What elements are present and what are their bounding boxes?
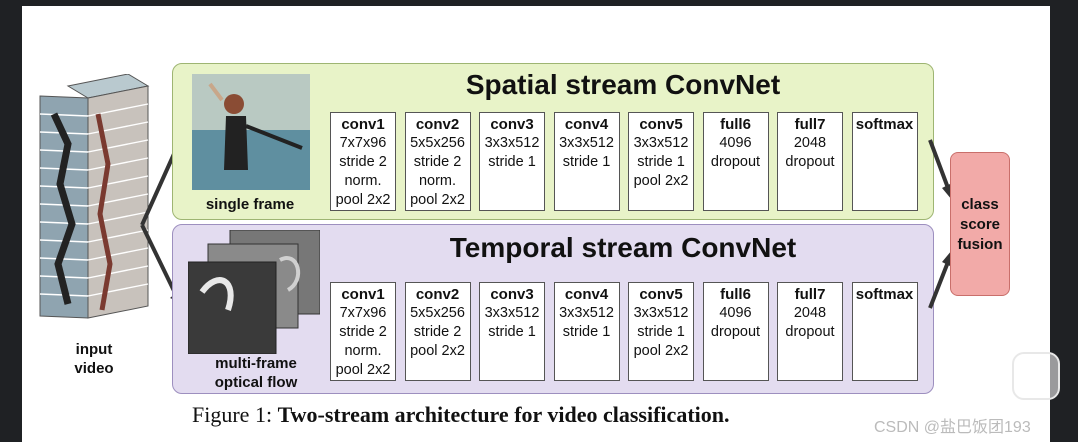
layer-detail: stride 2 bbox=[339, 154, 387, 170]
layer-name: conv4 bbox=[564, 286, 609, 303]
spatial-layer-conv4: conv4 3x3x512 stride 1 bbox=[553, 112, 620, 211]
spatial-layer-conv2: conv2 5x5x256 stride 2 norm. pool 2x2 bbox=[404, 112, 471, 211]
layer-detail: 3x3x512 bbox=[559, 135, 614, 151]
layer-detail: stride 1 bbox=[562, 154, 611, 170]
layer-detail: pool 2x2 bbox=[633, 173, 689, 189]
layer-name: conv3 bbox=[490, 286, 534, 303]
temporal-layer-conv2: conv2 5x5x256 stride 2 pool 2x2 bbox=[404, 282, 471, 381]
temporal-layer-conv5: conv5 3x3x512 stride 1 pool 2x2 bbox=[628, 282, 694, 381]
temporal-layer-conv1: conv1 7x7x96 stride 2 norm. pool 2x2 bbox=[330, 282, 396, 381]
layer-detail: 2048 bbox=[793, 305, 827, 321]
layer-name: conv5 bbox=[639, 116, 683, 133]
layer-detail: stride 1 bbox=[637, 154, 685, 170]
play-icon bbox=[1029, 364, 1047, 388]
layer-detail: norm. bbox=[418, 173, 457, 189]
layer-detail: stride 2 bbox=[413, 154, 462, 170]
layer-detail: 7x7x96 bbox=[339, 135, 387, 151]
temporal-layer-full7: full7 2048 dropout bbox=[777, 282, 843, 381]
optical-flow-images bbox=[188, 230, 320, 354]
figure-caption: Figure 1: Two-stream architecture for vi… bbox=[192, 402, 730, 427]
spatial-layer-softmax: softmax bbox=[851, 112, 918, 211]
layer-detail: pool 2x2 bbox=[633, 343, 689, 359]
layer-detail: norm. bbox=[344, 173, 382, 189]
temporal-layer-conv3: conv3 3x3x512 stride 1 bbox=[479, 282, 545, 381]
single-frame-label: single frame bbox=[205, 196, 295, 213]
layer-detail: norm. bbox=[344, 343, 382, 359]
input-video-stack-icon bbox=[39, 74, 150, 319]
spatial-layer-full6: full6 4096 dropout bbox=[702, 112, 769, 211]
layer-detail: dropout bbox=[785, 324, 835, 340]
temporal-layer-softmax: softmax bbox=[851, 282, 918, 381]
layer-detail: 5x5x256 bbox=[410, 305, 465, 321]
layer-detail: stride 1 bbox=[488, 154, 536, 170]
layer-detail: 5x5x256 bbox=[410, 135, 465, 151]
spatial-layer-conv1: conv1 7x7x96 stride 2 norm. pool 2x2 bbox=[330, 112, 396, 211]
layer-detail: 3x3x512 bbox=[559, 305, 614, 321]
layer-name: softmax bbox=[855, 286, 914, 303]
layer-name: full7 bbox=[794, 286, 826, 303]
spatial-layer-conv5: conv5 3x3x512 stride 1 pool 2x2 bbox=[628, 112, 694, 211]
layer-detail: 3x3x512 bbox=[633, 135, 689, 151]
layer-detail: stride 1 bbox=[488, 324, 536, 340]
layer-name: conv4 bbox=[564, 116, 609, 133]
layer-detail: 3x3x512 bbox=[484, 135, 540, 151]
layer-detail: 4096 bbox=[719, 135, 752, 151]
layer-name: full6 bbox=[720, 286, 751, 303]
layer-detail: dropout bbox=[710, 154, 761, 170]
layer-detail: stride 2 bbox=[413, 324, 462, 340]
layer-detail: dropout bbox=[710, 324, 761, 340]
layer-detail: 2048 bbox=[793, 135, 827, 151]
layer-name: conv1 bbox=[341, 286, 385, 303]
layer-detail: 3x3x512 bbox=[484, 305, 540, 321]
spatial-stream-title: Spatial stream ConvNet bbox=[465, 69, 781, 100]
layer-detail: stride 1 bbox=[637, 324, 685, 340]
temporal-stream-title: Temporal stream ConvNet bbox=[449, 232, 797, 263]
layer-name: conv3 bbox=[490, 116, 534, 133]
class-score-fusion-box: class score fusion bbox=[950, 152, 1010, 296]
layer-name: full6 bbox=[720, 116, 751, 133]
layer-detail: pool 2x2 bbox=[335, 192, 391, 208]
temporal-layer-conv4: conv4 3x3x512 stride 1 bbox=[553, 282, 620, 381]
spatial-layer-conv3: conv3 3x3x512 stride 1 bbox=[479, 112, 545, 211]
layer-detail: pool 2x2 bbox=[410, 343, 465, 359]
single-frame-image bbox=[192, 74, 310, 190]
layer-detail: pool 2x2 bbox=[410, 192, 465, 208]
layer-name: conv5 bbox=[639, 286, 683, 303]
layer-name: full7 bbox=[794, 116, 826, 133]
layer-detail: stride 2 bbox=[339, 324, 387, 340]
play-button[interactable] bbox=[1012, 352, 1060, 400]
layer-detail: stride 1 bbox=[562, 324, 611, 340]
layer-detail: 7x7x96 bbox=[339, 305, 387, 321]
watermark: CSDN @盐巴饭团193 bbox=[874, 419, 1031, 436]
layer-name: conv2 bbox=[415, 116, 460, 133]
layer-name: softmax bbox=[855, 116, 914, 133]
layer-name: conv1 bbox=[341, 116, 385, 133]
spatial-layer-full7: full7 2048 dropout bbox=[777, 112, 843, 211]
layer-detail: pool 2x2 bbox=[335, 362, 391, 378]
layer-detail: 4096 bbox=[719, 305, 752, 321]
temporal-layer-full6: full6 4096 dropout bbox=[702, 282, 769, 381]
layer-detail: dropout bbox=[785, 154, 835, 170]
layer-name: conv2 bbox=[415, 286, 460, 303]
layer-detail: 3x3x512 bbox=[633, 305, 689, 321]
